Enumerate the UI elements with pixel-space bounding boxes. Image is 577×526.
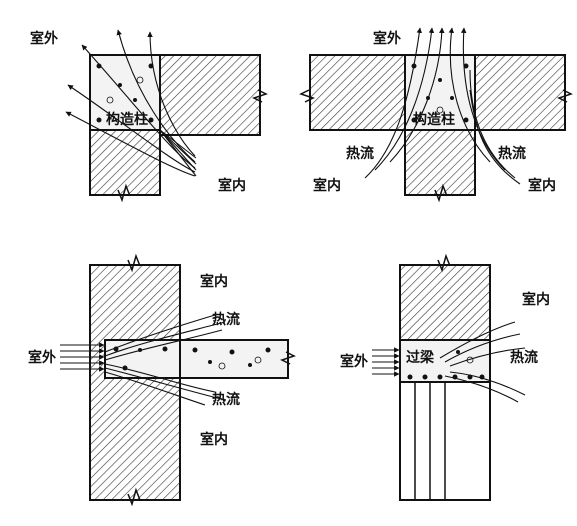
break-mark [252, 89, 268, 103]
column-rebar [96, 63, 154, 123]
indoor-label-bottom: 室内 [200, 431, 228, 448]
right-wall [474, 54, 566, 131]
column-label: 构造柱 [413, 111, 455, 128]
break-mark [127, 253, 141, 273]
left-wall [309, 54, 406, 131]
indoor-label-right: 室内 [528, 177, 556, 194]
panel-floor-slab: 室内 热流 室外 热流 室内 [28, 253, 296, 507]
panel-t-column: 室外 构造柱 热流 热流 室内 室内 [299, 27, 573, 203]
heat-flow-lines [364, 27, 521, 185]
heat-flow-lines [65, 29, 197, 177]
outdoor-label: 室外 [340, 353, 368, 370]
outdoor-label: 室外 [373, 30, 401, 47]
structural-column [404, 54, 476, 131]
indoor-label-left: 室内 [313, 177, 341, 194]
heat-flow-lines [60, 314, 226, 406]
heat-flow-label-top: 热流 [212, 311, 240, 328]
heat-flow-label: 热流 [510, 349, 538, 366]
horizontal-wall [159, 54, 261, 136]
indoor-label-top: 室内 [200, 273, 228, 290]
break-mark [127, 487, 141, 507]
heat-flow-label-bottom: 热流 [212, 391, 240, 408]
break-mark [299, 89, 315, 103]
floor-slab [179, 339, 289, 379]
outdoor-label: 室外 [30, 30, 58, 47]
break-mark [557, 89, 573, 103]
break-mark [434, 183, 448, 203]
break-mark [437, 253, 451, 273]
wall [89, 264, 181, 501]
wall-above-lintel [399, 264, 491, 341]
indoor-label: 室内 [522, 291, 550, 308]
panel-lintel: 室内 室外 过梁 热流 [340, 253, 550, 501]
break-mark [117, 183, 131, 203]
lower-wall [404, 129, 476, 196]
column-label: 构造柱 [106, 111, 148, 128]
heat-flow-label-right: 热流 [498, 145, 526, 162]
vertical-wall [89, 129, 161, 196]
heat-flow-lines [372, 321, 526, 403]
indoor-label: 室内 [218, 177, 246, 194]
outdoor-label: 室外 [28, 349, 56, 366]
panel-corner-column: 室外 构造柱 室内 [30, 29, 268, 203]
lintel-label: 过梁 [406, 349, 435, 366]
break-mark [280, 351, 296, 365]
heat-flow-label-left: 热流 [346, 145, 374, 162]
slab-in-wall [104, 339, 181, 379]
